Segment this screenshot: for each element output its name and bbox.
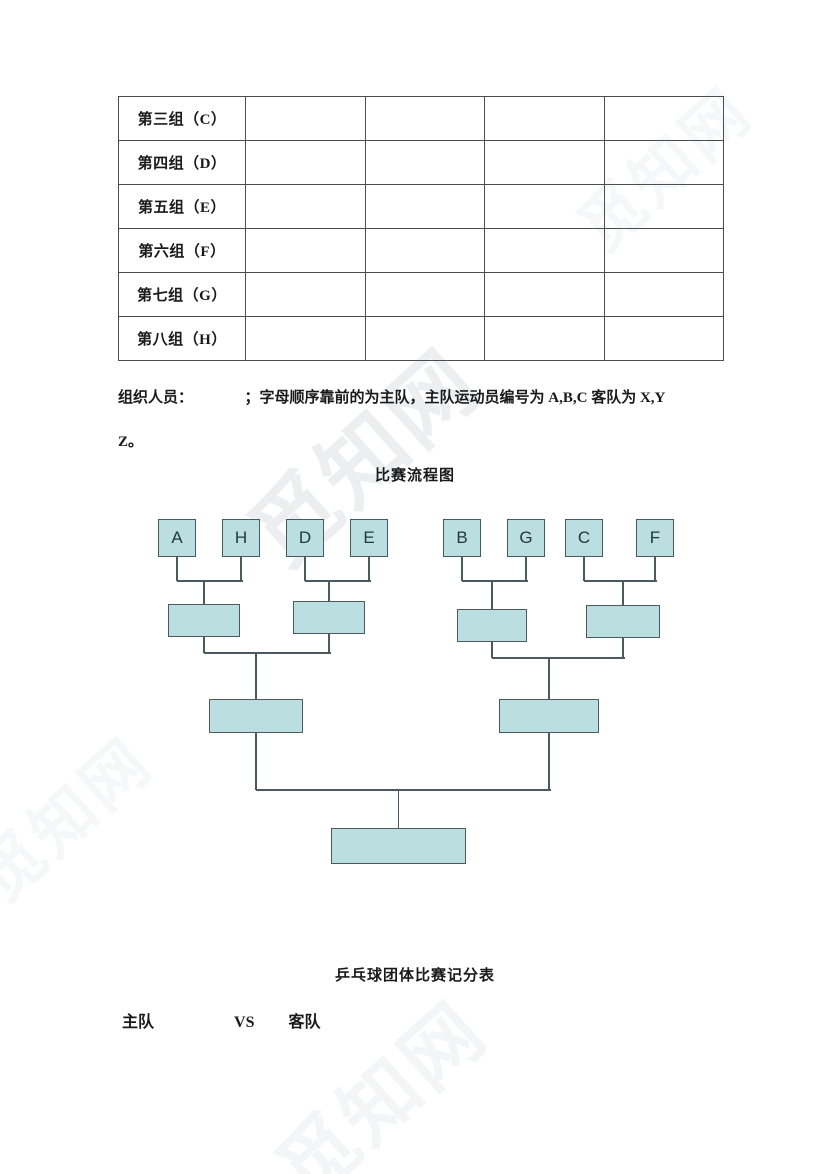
group-entry-cell[interactable] bbox=[484, 96, 605, 141]
group-table-body: 第三组（C）第四组（D）第五组（E）第六组（F）第七组（G）第八组（H） bbox=[118, 96, 724, 361]
bracket-connector-vertical bbox=[397, 790, 400, 828]
scoresheet-teams: 主队 VS 客队 bbox=[122, 1008, 320, 1032]
group-entry-cell[interactable] bbox=[364, 316, 485, 361]
bracket-connector-vertical bbox=[622, 638, 624, 658]
bracket-connector-vertical bbox=[203, 581, 205, 604]
group-entry-cell[interactable] bbox=[603, 272, 724, 317]
group-label-cell: 第六组（F） bbox=[118, 228, 246, 273]
bracket-connector-vertical bbox=[255, 653, 257, 699]
bracket-connector-vertical bbox=[176, 557, 178, 581]
group-entry-cell[interactable] bbox=[484, 228, 605, 273]
bracket-connector-vertical bbox=[622, 581, 624, 605]
bracket-connector-vertical bbox=[203, 637, 205, 653]
bracket-connector-vertical bbox=[240, 557, 242, 581]
table-row: 第五组（E） bbox=[118, 184, 724, 229]
bracket-seed-box[interactable]: H bbox=[222, 519, 260, 557]
table-row: 第八组（H） bbox=[118, 316, 724, 361]
table-row: 第四组（D） bbox=[118, 140, 724, 185]
group-label-cell: 第七组（G） bbox=[118, 272, 246, 317]
bracket-final-box[interactable] bbox=[331, 828, 466, 864]
bracket-connector-vertical bbox=[491, 642, 493, 658]
group-entry-cell[interactable] bbox=[245, 272, 366, 317]
group-entry-cell[interactable] bbox=[364, 140, 485, 185]
group-label-cell: 第三组（C） bbox=[118, 96, 246, 141]
away-team-label: 客队 bbox=[288, 1014, 321, 1031]
bracket-connector-horizontal bbox=[305, 580, 371, 582]
group-table: 第三组（C）第四组（D）第五组（E）第六组（F）第七组（G）第八组（H） bbox=[118, 96, 724, 361]
group-label-cell: 第五组（E） bbox=[118, 184, 246, 229]
bracket-seed-box[interactable]: B bbox=[443, 519, 481, 557]
group-entry-cell[interactable] bbox=[245, 184, 366, 229]
scoresheet-title: 乒乓球团体比赛记分表 bbox=[334, 968, 495, 984]
vs-label: VS bbox=[234, 1014, 255, 1031]
bracket-seed-box[interactable]: D bbox=[286, 519, 324, 557]
bracket-connector-horizontal bbox=[584, 580, 657, 582]
bracket-connector-vertical bbox=[328, 581, 330, 601]
group-entry-cell[interactable] bbox=[484, 140, 605, 185]
bracket-seed-box[interactable]: E bbox=[350, 519, 388, 557]
group-entry-cell[interactable] bbox=[603, 228, 724, 273]
bracket-connector-vertical bbox=[548, 658, 550, 699]
bracket-seed-box[interactable]: C bbox=[565, 519, 603, 557]
organizer-note-line1: ；字母顺序靠前的为主队，主队运动员编号为 A,B,C 客队为 X,Y bbox=[244, 390, 666, 406]
table-row: 第六组（F） bbox=[118, 228, 724, 273]
bracket-quarterfinal-box[interactable] bbox=[168, 604, 240, 637]
bracket-connector-horizontal bbox=[204, 652, 331, 654]
bracket-connector-vertical bbox=[583, 557, 585, 581]
group-entry-cell[interactable] bbox=[603, 96, 724, 141]
group-entry-cell[interactable] bbox=[364, 96, 485, 141]
organizer-note-line2: Z。 bbox=[118, 434, 144, 450]
group-entry-cell[interactable] bbox=[484, 272, 605, 317]
bracket-connector-vertical bbox=[368, 557, 370, 581]
bracket-quarterfinal-box[interactable] bbox=[457, 609, 527, 642]
bracket-connector-vertical bbox=[548, 733, 550, 790]
group-entry-cell[interactable] bbox=[245, 96, 366, 141]
bracket-seed-box[interactable]: A bbox=[158, 519, 196, 557]
home-team-label: 主队 bbox=[122, 1014, 155, 1031]
bracket-quarterfinal-box[interactable] bbox=[293, 601, 365, 634]
bracket-seed-box[interactable]: F bbox=[636, 519, 674, 557]
group-label-cell: 第八组（H） bbox=[118, 316, 246, 361]
table-row: 第三组（C） bbox=[118, 96, 724, 141]
bracket-quarterfinal-box[interactable] bbox=[586, 605, 660, 638]
bracket-semifinal-box[interactable] bbox=[209, 699, 303, 733]
bracket-connector-vertical bbox=[255, 733, 257, 790]
group-entry-cell[interactable] bbox=[364, 184, 485, 229]
bracket-connector-horizontal bbox=[256, 789, 551, 791]
bracket-connector-horizontal bbox=[492, 657, 625, 659]
bracket-connector-vertical bbox=[491, 581, 493, 609]
bracket-seed-box[interactable]: G bbox=[507, 519, 545, 557]
bracket-connector-horizontal bbox=[462, 580, 528, 582]
bracket-connector-vertical bbox=[304, 557, 306, 581]
bracket-connector-horizontal bbox=[177, 580, 243, 582]
organizer-note-label: 组织人员： bbox=[118, 390, 194, 406]
group-entry-cell[interactable] bbox=[484, 316, 605, 361]
group-entry-cell[interactable] bbox=[603, 316, 724, 361]
group-entry-cell[interactable] bbox=[364, 272, 485, 317]
group-entry-cell[interactable] bbox=[245, 140, 366, 185]
group-entry-cell[interactable] bbox=[484, 184, 605, 229]
group-entry-cell[interactable] bbox=[245, 228, 366, 273]
bracket-connector-vertical bbox=[461, 557, 463, 581]
bracket-semifinal-box[interactable] bbox=[499, 699, 599, 733]
group-entry-cell[interactable] bbox=[364, 228, 485, 273]
bracket-title: 比赛流程图 bbox=[374, 468, 455, 484]
bracket-connector-vertical bbox=[525, 557, 527, 581]
bracket-connector-vertical bbox=[328, 634, 330, 653]
group-label-cell: 第四组（D） bbox=[118, 140, 246, 185]
group-entry-cell[interactable] bbox=[245, 316, 366, 361]
bracket-connector-vertical bbox=[654, 557, 656, 581]
table-row: 第七组（G） bbox=[118, 272, 724, 317]
group-entry-cell[interactable] bbox=[603, 140, 724, 185]
group-entry-cell[interactable] bbox=[603, 184, 724, 229]
organizer-note: 组织人员： ；字母顺序靠前的为主队，主队运动员编号为 A,B,C 客队为 X,Y… bbox=[118, 376, 728, 464]
